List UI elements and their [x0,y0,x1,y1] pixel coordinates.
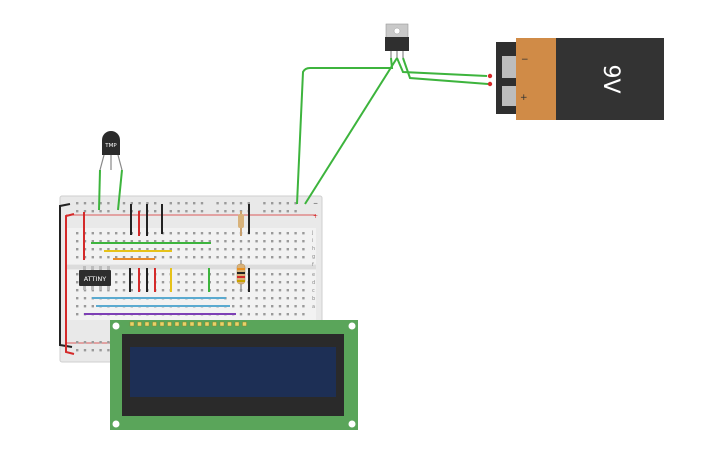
breadboard-wires[interactable] [59,203,250,355]
lcd-pin[interactable] [212,321,217,327]
sensor-wire[interactable] [117,169,123,211]
attiny-label: ATTINY [84,275,107,283]
lcd-pin[interactable] [204,321,210,327]
lcd-screen [130,347,336,397]
battery-body [556,38,664,120]
row-letter: f [312,262,314,268]
attiny-chip[interactable]: ATTINY [79,266,111,290]
battery-label: 9V [598,64,623,93]
power-wire[interactable] [296,57,394,205]
resistor[interactable] [238,211,244,236]
sensor-wire[interactable] [98,169,101,211]
row-letter: j [311,230,313,236]
voltage-regulator[interactable] [385,23,409,58]
lcd-pin[interactable] [227,321,232,327]
row-letter: c [312,288,315,294]
row-letter: g [312,254,315,260]
lcd-pin[interactable] [159,321,165,327]
row-letter: a [312,304,315,310]
tmp-label: TMP [104,143,117,149]
red-rail-wire[interactable] [65,213,75,355]
battery-minus-sign: − [521,55,529,65]
lcd-pin[interactable] [152,321,157,327]
lcd-pin[interactable] [129,321,135,327]
ground-wire[interactable] [304,57,398,205]
temperature-sensor[interactable]: TMP [99,131,123,171]
battery-plus-wire[interactable] [402,57,489,85]
lcd-pin[interactable] [144,321,150,327]
lcd-pin[interactable] [189,321,195,327]
lcd-pin[interactable] [137,321,142,327]
lcd-pin[interactable] [167,321,172,327]
row-letter: b [312,296,315,302]
rail-plus-sign: + [313,213,318,220]
row-letter: i [312,238,313,244]
row-letter: h [312,246,315,252]
row-letter: e [312,272,315,278]
resistor[interactable] [236,260,246,292]
lcd-pin[interactable] [219,321,225,327]
lcd-pin[interactable] [182,321,187,327]
lcd-pin[interactable] [197,321,202,327]
lcd-pin[interactable] [234,321,240,327]
lcd-pins [129,321,247,327]
lcd-pin[interactable] [174,321,180,327]
lcd-display[interactable] [110,320,358,430]
battery-9v[interactable]: − + 9V [487,38,664,120]
rail-minus-sign: − [313,200,318,207]
battery-minus-wire[interactable] [396,57,488,77]
battery-plus-sign: + [520,93,528,103]
row-letter: d [312,280,315,286]
lcd-pin[interactable] [242,321,247,327]
battery-cap [516,38,560,120]
